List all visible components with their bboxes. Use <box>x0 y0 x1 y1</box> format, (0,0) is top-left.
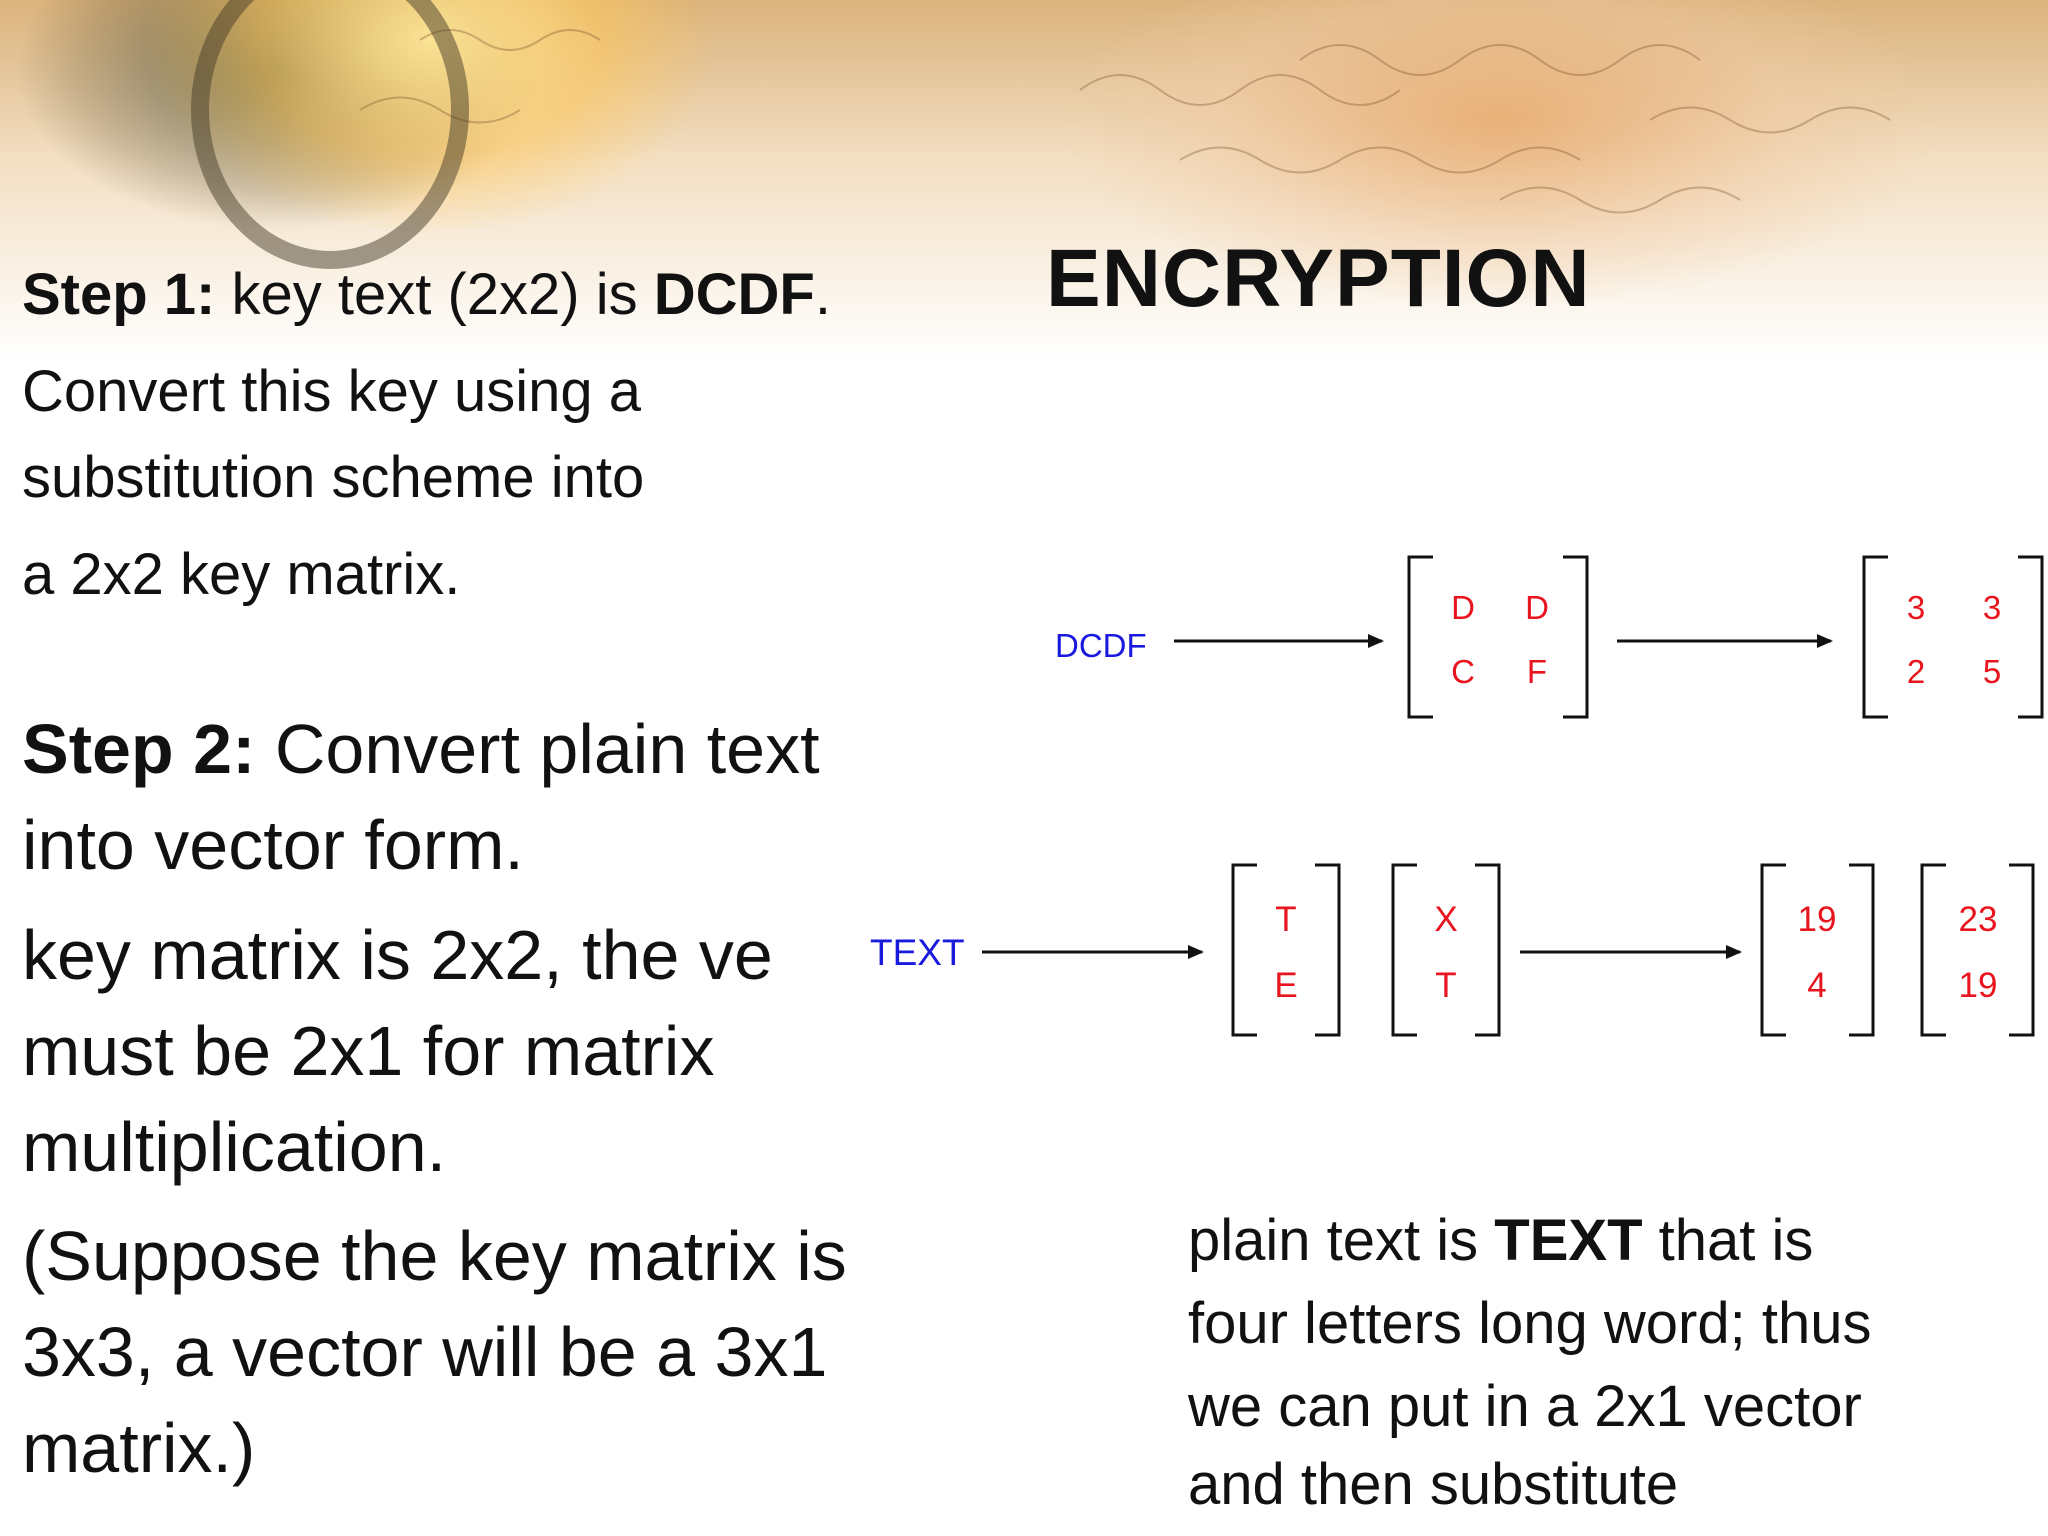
key-letter-cell: D <box>1525 589 1549 626</box>
step2-line: 3x3, a vector will be a 3x1 <box>22 1313 828 1391</box>
bracket-right <box>1849 863 1875 1037</box>
bracket-left <box>1920 863 1946 1037</box>
step2-line: matrix.) <box>22 1409 256 1487</box>
key-number-cell: 2 <box>1907 653 1925 690</box>
step2-line: must be 2x1 for matrix <box>22 1012 715 1090</box>
step1-line: Convert this key using a <box>22 359 641 424</box>
step2-text: Convert plain text <box>255 710 820 788</box>
key-number-cell: 3 <box>1907 589 1925 626</box>
key-letter-cell: F <box>1527 653 1547 690</box>
step1-key: DCDF <box>653 262 815 327</box>
plain-number-cell: 23 <box>1959 900 1998 939</box>
step1-line: substitution scheme into <box>22 445 645 510</box>
note-line: four letters long word; thus <box>1188 1291 1872 1356</box>
plain-letter-cell: T <box>1435 966 1456 1005</box>
bracket-right <box>2009 863 2035 1037</box>
bracket-left <box>1760 863 1786 1037</box>
plain-letter-cell: X <box>1434 900 1457 939</box>
step1-label: Step 1: <box>22 262 216 327</box>
step1-line: a 2x2 key matrix. <box>22 542 461 607</box>
note-line: we can put in a 2x1 vector <box>1188 1374 1862 1439</box>
step1-text: key text (2x2) is <box>215 262 654 327</box>
step2-line: (Suppose the key matrix is <box>22 1217 847 1295</box>
key-letter-cell: C <box>1451 653 1475 690</box>
step2-line: multiplication. <box>22 1108 447 1186</box>
bracket-left <box>1862 555 1888 719</box>
bracket-right <box>2018 555 2044 719</box>
note-text: plain text is <box>1188 1208 1495 1273</box>
note-line: and then substitute <box>1188 1452 1679 1517</box>
step1-period: . <box>814 262 831 327</box>
bracket-left <box>1407 555 1433 719</box>
step2-label: Step 2: <box>22 710 256 788</box>
plaintext-label: TEXT <box>870 932 965 973</box>
bracket-right <box>1475 863 1501 1037</box>
key-number-cell: 5 <box>1983 653 2001 690</box>
key-label: DCDF <box>1055 627 1147 664</box>
key-letter-cell: D <box>1451 589 1475 626</box>
key-number-cell: 3 <box>1983 589 2001 626</box>
plain-number-cell: 4 <box>1807 966 1826 1005</box>
note-text: that is <box>1642 1208 1814 1273</box>
step1-heading: Step 1: key text (2x2) is DCDF. <box>22 252 831 338</box>
plain-number-cell: 19 <box>1959 966 1998 1005</box>
note-line: plain text is TEXT that is <box>1188 1200 1813 1282</box>
bracket-right <box>1315 863 1341 1037</box>
plain-letter-cell: E <box>1274 966 1297 1005</box>
plain-letter-cell: T <box>1275 900 1296 939</box>
plain-number-cell: 19 <box>1798 900 1837 939</box>
bracket-right <box>1563 555 1589 719</box>
note-plaintext: TEXT <box>1494 1208 1643 1273</box>
step2-line: into vector form. <box>22 806 524 884</box>
page-title: ENCRYPTION <box>1046 233 1591 324</box>
handwriting-texture <box>191 0 1891 269</box>
step2-line: key matrix is 2x2, the ve <box>22 916 773 994</box>
header-banner-image <box>0 0 2048 360</box>
bracket-left <box>1391 863 1417 1037</box>
bracket-left <box>1231 863 1257 1037</box>
step2-heading: Step 2: Convert plain text <box>22 700 820 798</box>
